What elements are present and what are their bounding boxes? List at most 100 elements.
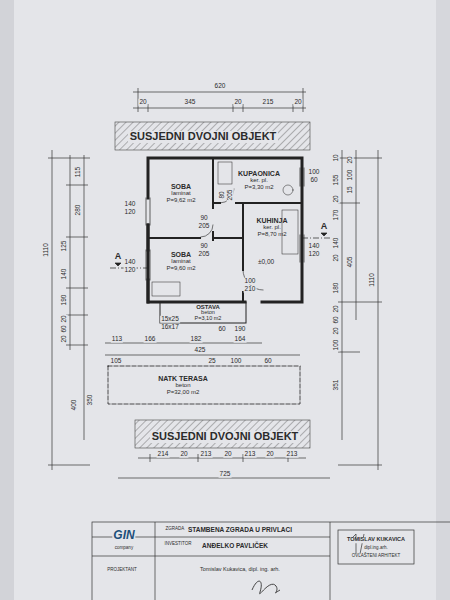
dimension-label: 15x25	[160, 316, 180, 323]
dimension-label: 214	[157, 451, 170, 458]
dimension-label: 180	[333, 282, 340, 295]
room-label: SOBAlaminatP=9,62 m2	[156, 176, 206, 210]
dimension-label: 210	[244, 286, 257, 293]
title-block-text: INVESTITOR	[164, 542, 193, 547]
dimension-label: 190	[61, 294, 68, 307]
dimension-label: 205	[227, 189, 234, 202]
dimension-label: 90	[199, 215, 208, 222]
dimension-label: 400	[71, 399, 78, 412]
dimension-label: 60	[263, 358, 272, 365]
neighbour-band: SUSJEDNI DVOJNI OBJEKT	[140, 428, 310, 446]
dimension-label: 213	[200, 451, 213, 458]
room-name: SOBA	[171, 183, 191, 190]
room-label: KUHINJAker. pl.P=8,70 m2	[250, 212, 294, 242]
dimension-label: 60	[309, 177, 318, 184]
dimension-label: 190	[234, 326, 247, 333]
room-name: SUSJEDNI DVOJNI OBJEKT	[150, 431, 301, 443]
stamp-text: OVLAŠTENI ARHITEKT	[351, 554, 402, 559]
title-block-text: ANĐELKO PAVLIČEK	[201, 543, 269, 550]
room-name: SOBA	[171, 251, 191, 258]
dimension-label: 20	[138, 99, 147, 106]
dimension-label: 20	[293, 99, 302, 106]
room-detail: laminat	[171, 190, 190, 196]
stamp-text: dipl.ing.arh.	[363, 546, 388, 551]
room-detail: P=3,10 m2	[195, 316, 222, 322]
dimension-label: 170	[333, 209, 340, 222]
dimension-label: 120	[124, 209, 137, 216]
dimension-label: 280	[75, 204, 82, 217]
dimension-label: 15	[347, 185, 354, 194]
section-marker: A	[320, 222, 329, 231]
title-block-text: Tomislav Kukavica, dipl. ing. arh.	[199, 567, 281, 573]
room-name: KUPAONICA	[238, 170, 280, 177]
dimension-label: ±0,00	[257, 259, 275, 266]
dimension-label: 164	[234, 336, 247, 343]
dimension-label: 100	[230, 358, 243, 365]
dimension-label: 125	[61, 240, 68, 253]
dimension-label: 20	[333, 326, 340, 335]
room-detail: laminat	[171, 258, 190, 264]
dimension-label: 105	[110, 358, 123, 365]
dimension-label: 60	[61, 324, 68, 333]
section-marker: A	[114, 252, 123, 261]
room-label: OSTAVAbetonP=3,10 m2	[182, 303, 234, 322]
dimension-label: 140	[124, 201, 137, 208]
room-name: NATK TERASA	[158, 375, 208, 382]
dimension-label: 205	[198, 251, 211, 258]
company-logo: GIN	[112, 529, 135, 541]
dimension-label: 25	[207, 358, 216, 365]
dimension-label: 140	[333, 237, 340, 250]
dimension-label: 20	[179, 451, 188, 458]
dimension-label: 16x17	[160, 324, 180, 331]
dimension-label: 405	[347, 256, 354, 269]
dimension-label: 80	[219, 190, 226, 199]
dimension-label: 60	[333, 315, 340, 324]
room-detail: beton	[175, 382, 190, 388]
dimension-label: 120	[308, 251, 321, 258]
dimension-label: 115	[75, 166, 82, 178]
dimension-label: 350	[87, 394, 94, 407]
room-detail: P=8,70 m2	[257, 231, 286, 237]
dimension-label: 166	[144, 336, 157, 343]
dimension-label: 215	[262, 99, 275, 106]
room-detail: P=32,00 m2	[167, 389, 200, 395]
dimension-label: 213	[244, 451, 257, 458]
dimension-label: 213	[286, 451, 299, 458]
neighbour-band: SUSJEDNI DVOJNI OBJEKT	[118, 128, 288, 146]
dimension-label: 20	[233, 99, 242, 106]
title-block-text: STAMBENA ZGRADA U PRIVLACI	[187, 527, 293, 534]
room-detail: P=9,62 m2	[166, 197, 195, 203]
dimension-label: 20	[333, 194, 340, 203]
dimension-label: 100	[333, 339, 340, 352]
dimension-label: 1110	[43, 242, 50, 258]
dimension-label: 345	[184, 99, 197, 106]
dimension-label: 60	[217, 326, 226, 333]
title-block-text: ZGRADA	[165, 527, 186, 532]
room-label: KUPAONICAker. pl.P=3,30 m2	[226, 166, 292, 194]
terrace-label: NATK TERASAbetonP=32,00 m2	[138, 370, 228, 400]
room-name: SUSJEDNI DVOJNI OBJEKT	[128, 131, 279, 143]
dimension-label: 20	[223, 451, 232, 458]
room-detail: P=9,60 m2	[166, 265, 195, 271]
dimension-label: 100	[308, 169, 321, 176]
dimension-label: 20	[265, 451, 274, 458]
dimension-label: 20	[333, 253, 340, 262]
stamp-text: TOMISLAV KUKAVICA	[346, 537, 406, 543]
dimension-label: 140	[61, 268, 68, 281]
dimension-label: 113	[111, 336, 123, 343]
room-detail: ker. pl.	[263, 224, 281, 230]
dimension-label: 100	[244, 278, 257, 285]
dimension-label: 100	[347, 169, 354, 182]
dimension-label: 10	[333, 153, 340, 162]
dimension-label: 120	[124, 267, 137, 274]
dimension-label: 205	[198, 223, 211, 230]
room-detail: P=3,30 m2	[244, 184, 273, 190]
dimension-label: 1110	[369, 272, 376, 288]
dimension-label: 20	[333, 304, 340, 313]
dimension-label: 351	[333, 379, 340, 392]
title-block-text: PROJEKTANT	[106, 568, 137, 573]
dimension-label: 155	[333, 174, 340, 187]
dimension-label: 140	[124, 259, 137, 266]
